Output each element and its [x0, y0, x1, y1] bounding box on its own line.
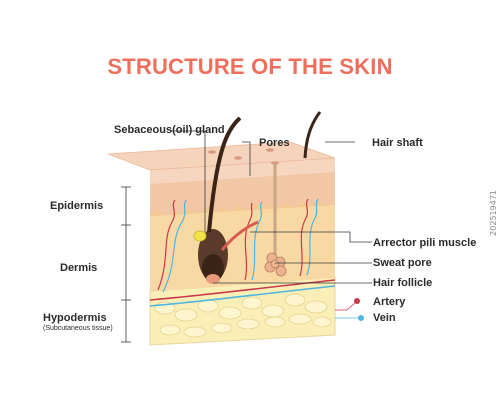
- leader-lines: [121, 130, 372, 343]
- stock-id: 202519471: [489, 190, 498, 236]
- vein-marker: [358, 315, 364, 321]
- hypodermis-sub-label: (Subcutaneous tissue): [43, 325, 113, 332]
- hypodermis-label: Hypodermis: [43, 312, 107, 324]
- sweat-gland: [264, 163, 287, 277]
- artery-label: Artery: [373, 296, 406, 308]
- arrector-label: Arrector pili muscle: [373, 237, 477, 249]
- hypodermis-layer: [149, 275, 336, 346]
- sweat-pore-label: Sweat pore: [373, 257, 432, 269]
- epidermis-label: Epidermis: [50, 200, 104, 212]
- pores-label: Pores: [259, 137, 290, 149]
- page-title: STRUCTURE OF THE SKIN: [107, 54, 393, 79]
- artery-marker: [354, 298, 360, 304]
- sebaceous-label: Sebaceous(oil) gland: [114, 124, 225, 136]
- hair-follicle-label: Hair follicle: [373, 277, 433, 289]
- hair-shaft: [303, 111, 322, 159]
- hair-follicle: [193, 116, 259, 284]
- hair-shaft-label: Hair shaft: [372, 137, 423, 149]
- vein-label: Vein: [373, 312, 396, 324]
- dermis-label: Dermis: [60, 262, 98, 274]
